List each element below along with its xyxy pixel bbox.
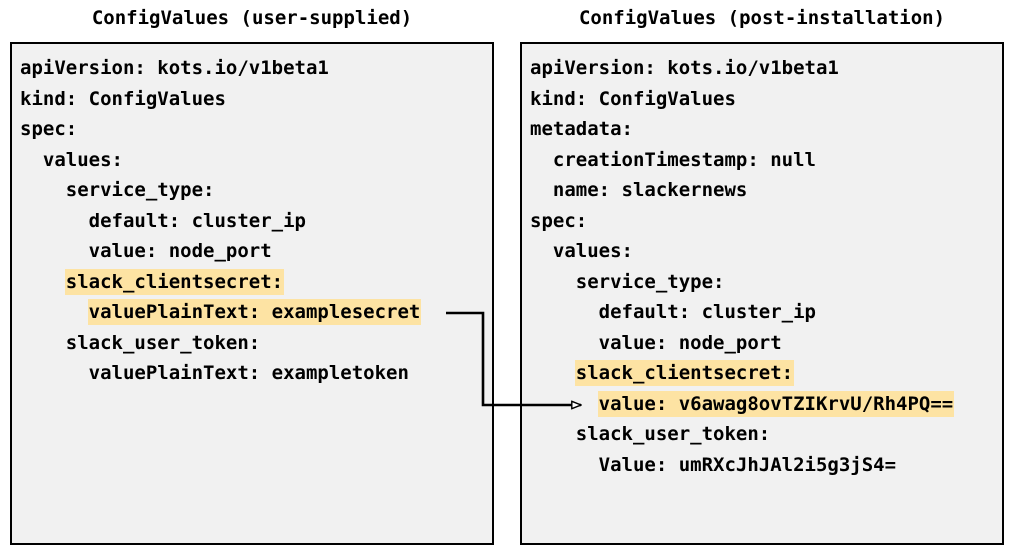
yaml-line-text: apiVersion: kots.io/v1beta1: [530, 57, 839, 79]
yaml-line-text: kind: ConfigValues: [530, 87, 736, 110]
yaml-line: default: cluster_ip: [522, 297, 1002, 328]
yaml-line: service_type:: [12, 175, 492, 206]
yaml-line: kind: ConfigValues: [522, 84, 1002, 115]
yaml-line-text: slack_user_token:: [65, 331, 261, 354]
yaml-line: spec:: [12, 114, 492, 145]
yaml-line-text: service_type:: [575, 270, 725, 293]
yaml-line: apiVersion: kots.io/v1beta1: [12, 53, 492, 84]
yaml-indent: [530, 271, 576, 293]
config-panel-post-installation: apiVersion: kots.io/v1beta1 kind: ConfigV…: [520, 42, 1004, 545]
yaml-line: values:: [12, 145, 492, 176]
panel-title-post-installation: ConfigValues (post-installation): [578, 7, 946, 29]
yaml-line: value: node_port: [12, 236, 492, 267]
yaml-line: apiVersion: kots.io/v1beta1: [522, 53, 1002, 84]
yaml-line-text: default: cluster_ip: [88, 209, 306, 232]
yaml-indent: [20, 332, 66, 354]
yaml-line-text: values:: [552, 240, 633, 262]
yaml-line-text: valuePlainText: exampletoken: [88, 362, 409, 384]
yaml-code-block-post-installation: apiVersion: kots.io/v1beta1 kind: ConfigV…: [522, 44, 1002, 480]
yaml-line: slack_clientsecret:: [12, 267, 492, 298]
yaml-indent: [20, 240, 89, 262]
yaml-line-text: slack_user_token:: [575, 423, 771, 445]
yaml-line-text: valuePlainText: examplesecret: [88, 300, 421, 324]
yaml-line: creationTimestamp: null: [522, 145, 1002, 176]
config-panel-user-supplied: apiVersion: kots.io/v1beta1 kind: ConfigV…: [10, 42, 494, 545]
yaml-line: valuePlainText: exampletoken: [12, 358, 492, 389]
yaml-line: value: node_port: [522, 328, 1002, 359]
yaml-line-text: slack_clientsecret:: [65, 269, 284, 294]
yaml-indent: [530, 301, 599, 323]
panel-title-user-supplied: ConfigValues (user-supplied): [91, 7, 413, 29]
yaml-line-text: service_type:: [65, 179, 215, 201]
yaml-indent: [530, 423, 576, 445]
yaml-indent: [530, 362, 576, 384]
yaml-line: kind: ConfigValues: [12, 84, 492, 115]
yaml-code-block-user-supplied: apiVersion: kots.io/v1beta1 kind: ConfigV…: [12, 44, 492, 389]
yaml-indent: [530, 393, 599, 415]
yaml-line-text: value: v6awag8ovTZIKrvU/Rh4PQ==: [598, 391, 954, 416]
yaml-line: metadata:: [522, 114, 1002, 145]
yaml-line: Value: umRXcJhJAl2i5g3jS4=: [522, 450, 1002, 481]
yaml-indent: [20, 149, 43, 171]
yaml-line-text: creationTimestamp: null: [552, 148, 816, 171]
yaml-indent: [530, 454, 599, 476]
yaml-line-text: spec:: [20, 118, 78, 140]
yaml-line: slack_clientsecret:: [522, 358, 1002, 389]
yaml-line: default: cluster_ip: [12, 206, 492, 237]
yaml-line-text: name: slackernews: [552, 179, 748, 201]
yaml-line: values:: [522, 236, 1002, 267]
yaml-indent: [530, 179, 553, 201]
yaml-indent: [20, 179, 66, 201]
yaml-indent: [530, 332, 599, 354]
yaml-line: valuePlainText: examplesecret: [12, 297, 492, 328]
yaml-line-text: value: node_port: [88, 240, 272, 262]
yaml-line: slack_user_token:: [522, 419, 1002, 450]
yaml-line-text: apiVersion: kots.io/v1beta1: [20, 57, 329, 79]
yaml-indent: [20, 210, 89, 232]
yaml-line: name: slackernews: [522, 175, 1002, 206]
yaml-indent: [530, 240, 553, 262]
yaml-line-text: values:: [42, 148, 123, 171]
yaml-line-text: default: cluster_ip: [598, 301, 816, 323]
yaml-indent: [20, 301, 89, 323]
yaml-line-text: spec:: [530, 209, 588, 232]
yaml-indent: [530, 149, 553, 171]
yaml-line-text: metadata:: [530, 118, 633, 140]
yaml-indent: [20, 271, 66, 293]
yaml-line-text: kind: ConfigValues: [20, 87, 226, 110]
yaml-indent: [20, 362, 89, 384]
yaml-line: spec:: [522, 206, 1002, 237]
yaml-line-text: Value: umRXcJhJAl2i5g3jS4=: [598, 453, 897, 476]
yaml-line-text: slack_clientsecret:: [575, 361, 794, 385]
yaml-line: service_type:: [522, 267, 1002, 298]
yaml-line-text: value: node_port: [598, 331, 782, 354]
yaml-line: slack_user_token:: [12, 328, 492, 359]
yaml-line: value: v6awag8ovTZIKrvU/Rh4PQ==: [522, 389, 1002, 420]
